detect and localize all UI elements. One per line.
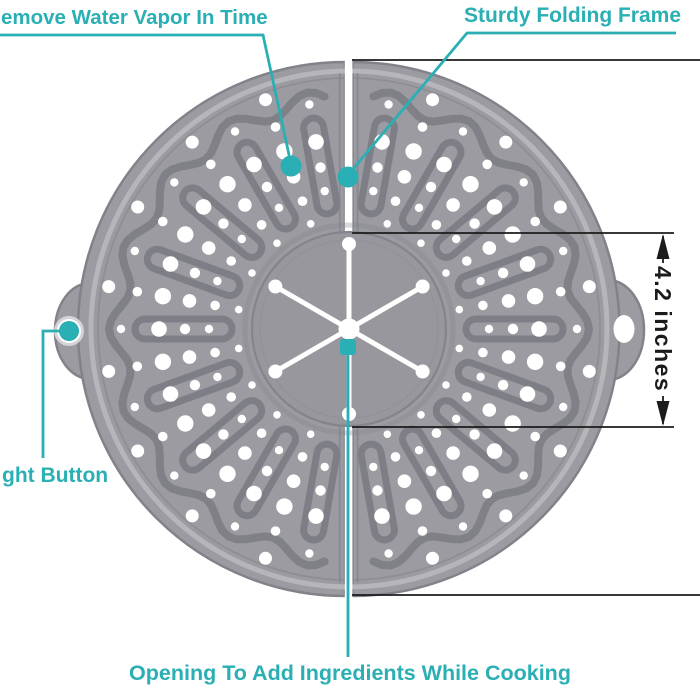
- label-measurement-4-2-inches: 4.2 inches: [650, 266, 676, 393]
- callout-dot-water-vapor: [280, 155, 302, 177]
- arrow-down-icon: [656, 401, 670, 426]
- callout-line-water-vapor: [0, 33, 293, 165]
- callout-dot-folding-frame: [337, 166, 359, 188]
- arrow-up-icon: [656, 234, 670, 259]
- measurement-lines: [352, 59, 700, 596]
- scallop-pattern: [104, 88, 594, 570]
- label-remove-water-vapor: emove Water Vapor In Time: [1, 6, 268, 29]
- label-opening-add-ingredients: Opening To Add Ingredients While Cooking: [129, 661, 571, 685]
- callout-dot-opening: [340, 339, 356, 355]
- label-sturdy-folding-frame: Sturdy Folding Frame: [464, 4, 682, 27]
- callout-dot-button: [59, 321, 79, 341]
- callout-lines: [0, 31, 676, 657]
- label-button: ght Button: [2, 464, 109, 487]
- callout-line-folding-frame: [346, 31, 676, 176]
